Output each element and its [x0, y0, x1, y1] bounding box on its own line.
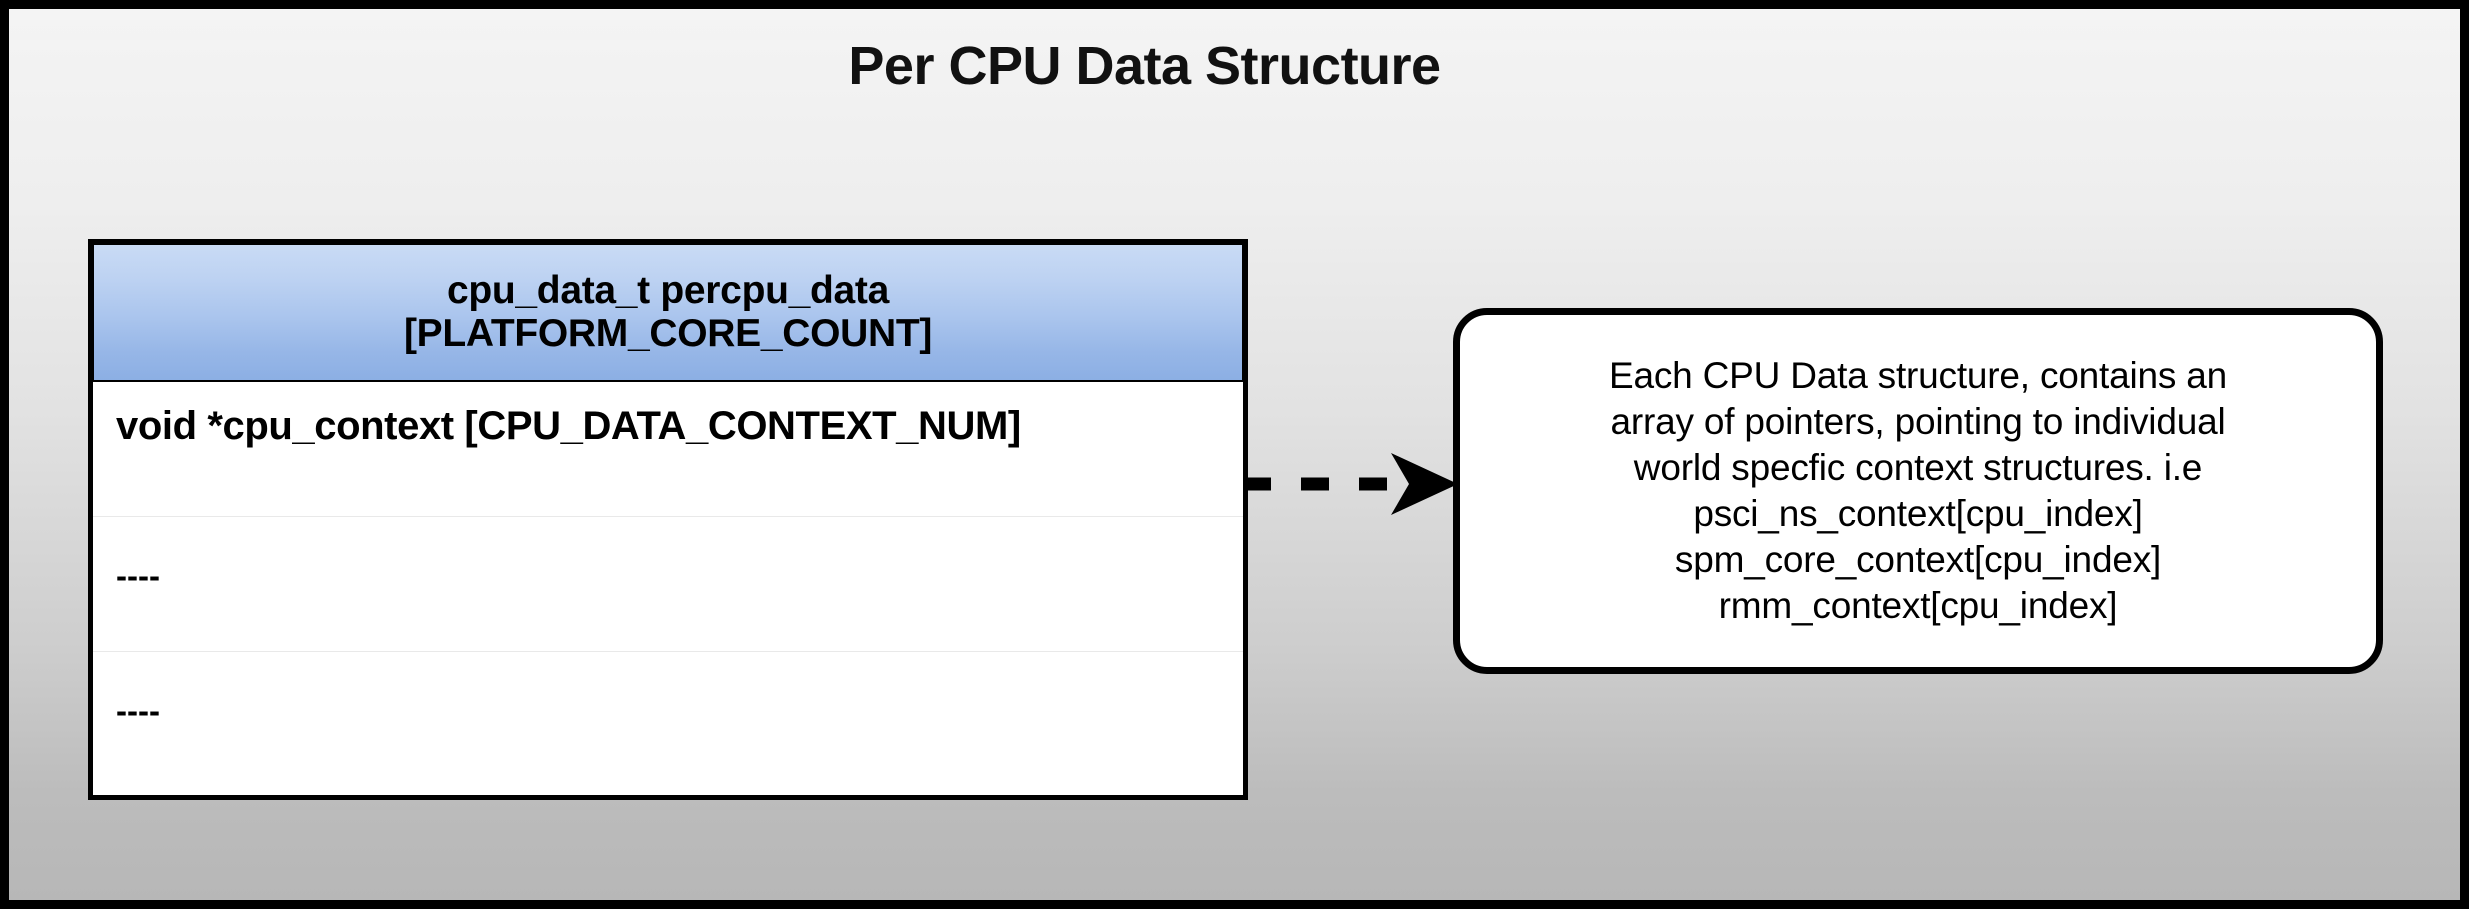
struct-table-body: void *cpu_context [CPU_DATA_CONTEXT_NUM]… [88, 382, 1248, 800]
diagram-background-panel: Per CPU Data Structure cpu_data_t percpu… [9, 9, 2460, 900]
callout-line-6: rmm_context[cpu_index] [1718, 584, 2118, 626]
callout-line-3: world specfic context structures. i.e [1633, 447, 2203, 489]
struct-field-placeholder-1: ---- [116, 557, 160, 594]
struct-table-header: cpu_data_t percpu_data [PLATFORM_CORE_CO… [88, 239, 1248, 386]
percpu-data-struct-table: cpu_data_t percpu_data [PLATFORM_CORE_CO… [88, 239, 1248, 800]
struct-field-placeholder-2: ---- [116, 692, 160, 729]
dashed-arrow-connector [1243, 439, 1463, 529]
page-title: Per CPU Data Structure [848, 36, 1441, 96]
table-row: void *cpu_context [CPU_DATA_CONTEXT_NUM] [93, 382, 1243, 517]
callout-box: Each CPU Data structure, contains an arr… [1453, 308, 2383, 674]
struct-header-line-1: cpu_data_t percpu_data [446, 269, 890, 313]
arrow-head [1391, 453, 1458, 515]
struct-field-cpu-context: void *cpu_context [CPU_DATA_CONTEXT_NUM] [116, 404, 1021, 448]
callout-line-1: Each CPU Data structure, contains an [1609, 355, 2227, 397]
table-row: ---- [93, 652, 1243, 790]
table-row: ---- [93, 517, 1243, 652]
struct-header-line-2: [PLATFORM_CORE_COUNT] [403, 311, 933, 355]
callout-line-4: psci_ns_context[cpu_index] [1693, 493, 2143, 534]
dashed-arrow-icon [1243, 453, 1458, 515]
callout-line-5: spm_core_context[cpu_index] [1674, 538, 2162, 580]
callout-line-2: array of pointers, pointing to individua… [1610, 401, 2226, 443]
